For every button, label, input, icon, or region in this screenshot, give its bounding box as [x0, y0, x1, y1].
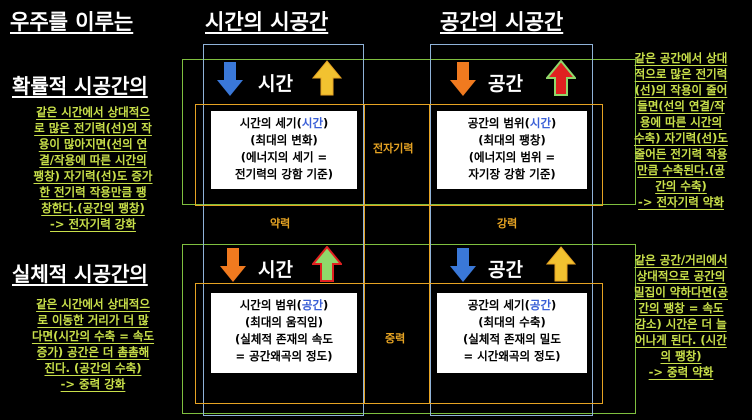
orange-divider-vertical — [364, 104, 430, 404]
force-label-strong: 강력 — [497, 217, 518, 230]
header-space-spacetime: 공간의 시공간 — [440, 10, 564, 34]
box-space-range: 공간의 범위(시간) (최대의 팽창) (에너지의 범위 = 자기장 강함 기준… — [437, 111, 587, 189]
arrow-down-orange-icon — [220, 248, 246, 282]
cell-label-space-bottom: 공간 — [488, 259, 523, 281]
note-line: 같은 공간/거리에서 — [634, 253, 728, 267]
note-line: 들면(선의 연결/작 — [637, 99, 725, 113]
note-line: 같은 시간에서 상대적으 — [36, 297, 150, 311]
note-line: 다면(시간의 수축 = 속도 — [31, 329, 155, 343]
note-line: 어나게 된다. (시간 — [635, 333, 727, 347]
note-line: 로 이동한 거리가 더 많 — [37, 313, 149, 327]
note-line: 의 팽창) — [660, 349, 702, 363]
note-line: -> 중력 약화 — [648, 365, 714, 379]
note-line: 한 전기력 작용만큼 팽 — [39, 185, 147, 199]
note-line: 간의 팽창 = 속도 — [638, 301, 724, 315]
note-line: 용에 따른 시간의 — [639, 115, 723, 129]
cell-label-time-bottom: 시간 — [258, 259, 293, 281]
box-time-range: 시간의 범위(공간) (최대의 움직임) (실체적 존재의 속도 = 공간왜곡의… — [211, 293, 357, 373]
force-label-electromagnetic: 전자기력 — [373, 142, 414, 155]
force-label-gravity: 중력 — [385, 332, 406, 345]
note-line: 결/작용에 따른 시간의 — [39, 153, 147, 167]
note-line: 로 많은 전기력(선)의 작 — [34, 121, 152, 135]
note-line: 밀집이 약하다면(공 — [634, 285, 728, 299]
note-line: 만큼 수축된다.(공 — [637, 163, 725, 177]
arrow-up-red-icon — [546, 60, 576, 96]
arrow-up-green-icon — [312, 246, 342, 282]
row-label-probabilistic: 확률적 시공간의 — [12, 74, 148, 98]
note-line: 증가) 공간은 더 촘촘해 — [36, 345, 150, 359]
blue-column-space — [430, 44, 593, 416]
green-band-bottom — [182, 244, 636, 414]
arrow-down-blue-icon — [450, 248, 476, 282]
note-line: 같은 공간에서 상대 — [634, 51, 728, 65]
note-line: 팽창) 자기력(선)도 증가 — [33, 169, 153, 183]
note-line: 줄어든 전기력 작용 — [634, 147, 728, 161]
cell-label-time-top: 시간 — [258, 73, 293, 95]
note-line: 창한다.(공간의 팽창) — [41, 201, 145, 215]
note-line: -> 전자기력 약화 — [638, 195, 724, 209]
box-space-strength: 공간의 세기(공간) (최대의 수축) (실체적 존재의 밀도 = 시간왜곡의 … — [437, 293, 587, 373]
row-label-substantial: 실체적 시공간의 — [12, 262, 148, 286]
arrow-up-yellow-icon — [546, 246, 576, 282]
cell-label-space-top: 공간 — [488, 73, 523, 95]
note-line: 감소) 시간은 더 늘 — [635, 317, 727, 331]
note-line: (선)의 작용이 줄어 — [634, 83, 728, 97]
note-line: 적으로 많은 전기력 — [634, 67, 728, 81]
force-label-weak: 약력 — [270, 217, 291, 230]
note-line: -> 전자기력 강화 — [50, 217, 136, 231]
note-line: 수축) 자기력(선)도 — [634, 131, 728, 145]
note-line: 상대적으로 공간의 — [636, 269, 726, 283]
blue-column-time — [203, 44, 364, 416]
note-line: 같은 시간에서 상대적으 — [36, 105, 150, 119]
note-line: -> 중력 강화 — [60, 377, 126, 391]
header-top-left: 우주를 이루는 — [10, 10, 134, 34]
arrow-down-orange-icon — [450, 62, 476, 96]
note-line: 간의 수축) — [655, 179, 707, 193]
note-line: 진다. (공간의 수축) — [44, 361, 142, 375]
box-time-strength: 시간의 세기(시간) (최대의 변화) (에너지의 세기 = 전기력의 강함 기… — [211, 111, 357, 189]
arrow-down-blue-icon — [217, 62, 243, 96]
header-time-spacetime: 시간의 시공간 — [205, 10, 329, 34]
note-line: 용이 많아지면(선의 연 — [38, 137, 148, 151]
arrow-up-yellow-icon — [312, 60, 342, 96]
green-band-top — [182, 59, 636, 205]
